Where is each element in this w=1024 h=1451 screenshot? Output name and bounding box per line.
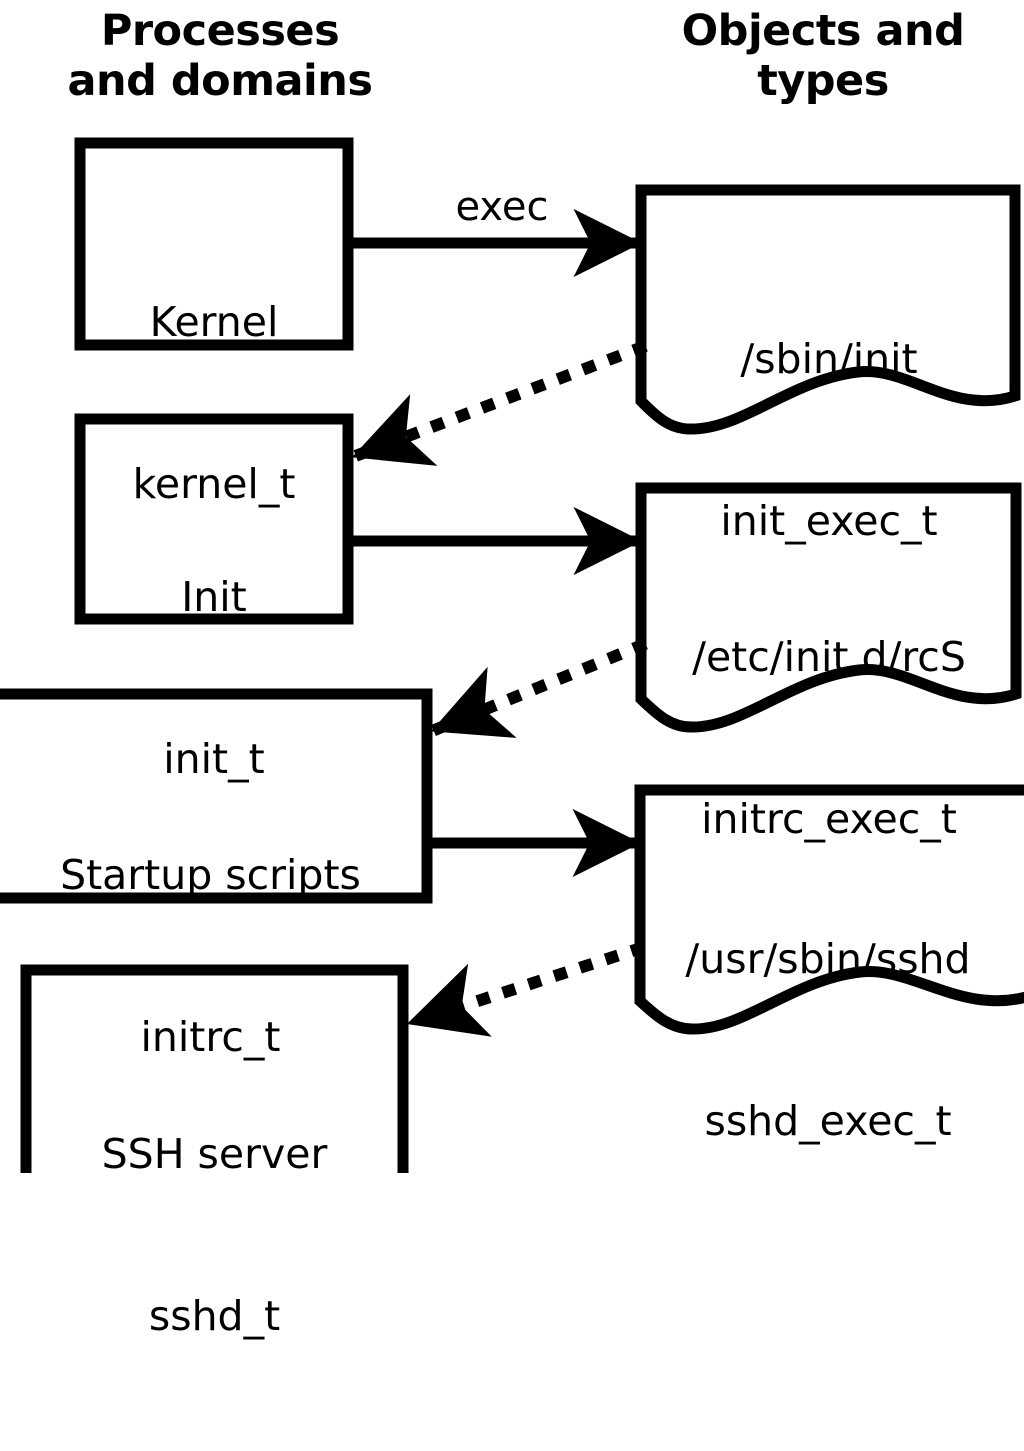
- edge-init-exec-to-init: [350, 340, 648, 466]
- process-node-init-label: Init init_t: [80, 462, 348, 894]
- column-header-processes-line2: and domains: [67, 56, 373, 106]
- object-node-init-exec-line1: /sbin/init: [740, 335, 918, 383]
- process-node-sshd: [20, 964, 409, 1173]
- process-node-kernel-line2: kernel_t: [132, 460, 296, 508]
- process-node-kernel-line1: Kernel: [149, 298, 279, 346]
- object-node-sshd-exec: [634, 784, 1024, 1035]
- object-node-initrc-exec-label: /etc/init.d/rcS initrc_exec_t: [645, 522, 1013, 954]
- process-node-initrc: [0, 688, 433, 904]
- diagram-canvas: Processes and domains Objects and types: [0, 6, 1024, 1340]
- process-node-init-line1: Init: [181, 573, 247, 621]
- column-header-objects-line2: types: [757, 56, 889, 106]
- object-node-sshd-exec-label: /usr/sbin/sshd sshd_exec_t: [644, 824, 1012, 1256]
- process-node-kernel: [74, 137, 354, 351]
- process-node-initrc-label: Startup scripts initrc_t: [0, 740, 421, 1172]
- object-node-initrc-exec-line1: /etc/init.d/rcS: [692, 633, 966, 681]
- object-node-sshd-exec-line1: /usr/sbin/sshd: [685, 935, 971, 983]
- object-node-sshd-exec-line2: sshd_exec_t: [704, 1097, 952, 1145]
- column-header-processes-line1: Processes: [100, 6, 340, 56]
- object-node-init-exec-label: /sbin/init init_exec_t: [645, 224, 1013, 656]
- process-node-initrc-line2: initrc_t: [140, 1013, 281, 1061]
- process-node-kernel-label: Kernel kernel_t: [80, 187, 348, 619]
- column-header-objects-line1: Objects and: [681, 6, 965, 56]
- object-node-initrc-exec: [635, 482, 1022, 733]
- process-node-sshd-line2: sshd_t: [148, 1292, 281, 1340]
- process-node-sshd-line1: SSH server: [101, 1130, 328, 1178]
- process-node-initrc-line1: Startup scripts: [60, 851, 361, 899]
- object-node-init-exec: [635, 184, 1021, 435]
- process-node-sshd-label: SSH server sshd_t: [26, 1019, 403, 1451]
- column-header-processes: Processes and domains: [30, 6, 410, 106]
- process-node-init: [74, 413, 354, 625]
- process-node-init-line2: init_t: [163, 735, 265, 783]
- object-node-initrc-exec-line2: initrc_exec_t: [701, 795, 957, 843]
- edge-sshd-exec-to-sshd: [405, 941, 646, 1037]
- object-node-init-exec-line2: init_exec_t: [720, 497, 938, 545]
- edge-initrc-exec-to-initrc: [429, 638, 648, 738]
- edge-label-exec: exec: [400, 184, 604, 230]
- edge-label-exec-text: exec: [455, 184, 549, 230]
- diagram-shapes-layer: [0, 137, 1024, 1173]
- column-header-objects: Objects and types: [640, 6, 1006, 106]
